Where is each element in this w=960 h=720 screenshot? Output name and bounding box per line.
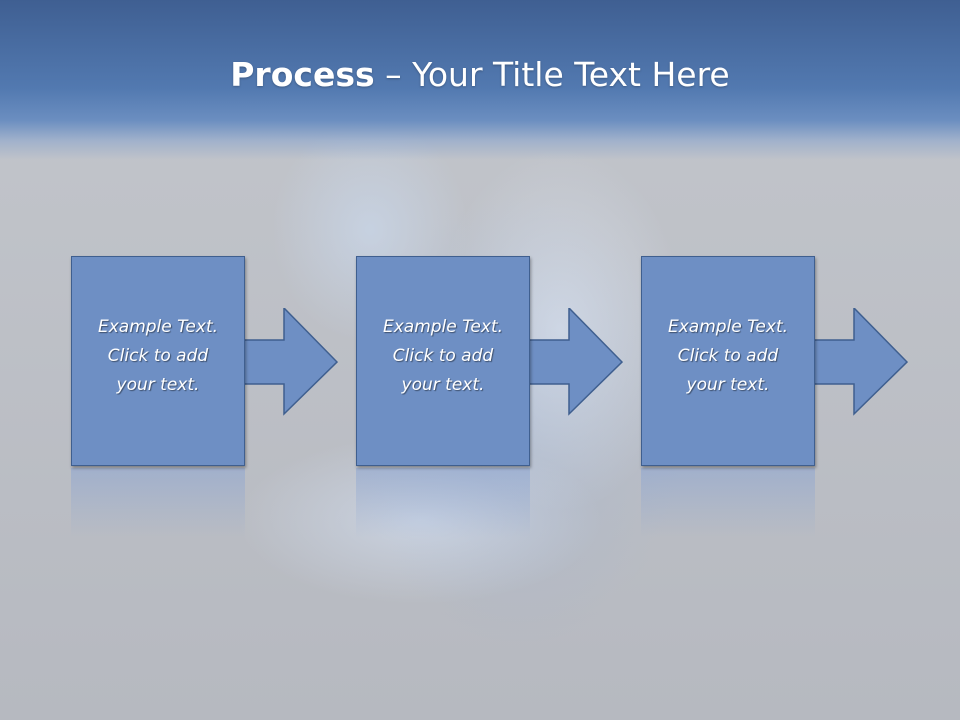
step-text-line: Click to add — [392, 346, 494, 366]
step-3-reflection — [641, 468, 815, 538]
slide-title[interactable]: Process – Your Title Text Here — [0, 54, 960, 96]
step-box[interactable]: Example Text. Click to add your text. — [641, 256, 815, 466]
step-text[interactable]: Example Text. Click to add your text. — [642, 313, 814, 400]
process-step-2[interactable]: Example Text. Click to add your text. — [356, 256, 623, 466]
step-box[interactable]: Example Text. Click to add your text. — [71, 256, 245, 466]
title-bold-part: Process — [230, 55, 375, 94]
arrow-right-icon — [812, 308, 908, 416]
title-banner — [0, 0, 960, 160]
step-text-line: your text. — [116, 375, 200, 395]
step-text-line: your text. — [686, 375, 770, 395]
step-text-line: Example Text. — [667, 317, 789, 337]
step-text-line: Click to add — [107, 346, 209, 366]
step-1-reflection — [71, 468, 245, 538]
step-text-line: your text. — [401, 375, 485, 395]
process-step-1[interactable]: Example Text. Click to add your text. — [71, 256, 338, 466]
step-2-reflection — [356, 468, 530, 538]
step-text[interactable]: Example Text. Click to add your text. — [357, 313, 529, 400]
step-box[interactable]: Example Text. Click to add your text. — [356, 256, 530, 466]
process-step-3[interactable]: Example Text. Click to add your text. — [641, 256, 908, 466]
step-text[interactable]: Example Text. Click to add your text. — [72, 313, 244, 400]
step-text-line: Click to add — [677, 346, 779, 366]
step-text-line: Example Text. — [382, 317, 504, 337]
arrow-right-icon — [242, 308, 338, 416]
title-regular-part: – Your Title Text Here — [374, 55, 730, 94]
arrow-right-icon — [527, 308, 623, 416]
step-text-line: Example Text. — [97, 317, 219, 337]
